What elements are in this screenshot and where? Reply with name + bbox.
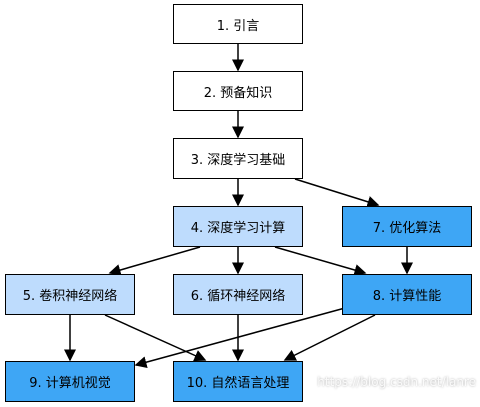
- node-introduction: 1. 引言: [173, 4, 303, 44]
- node-deep-learning-basics: 3. 深度学习基础: [173, 138, 303, 179]
- node-computational-performance: 8. 计算性能: [342, 274, 472, 315]
- edge-4-8: [274, 246, 367, 276]
- node-natural-language-processing: 10. 自然语言处理: [173, 361, 303, 402]
- edge-4-5: [108, 246, 201, 276]
- node-deep-learning-computation: 4. 深度学习计算: [173, 206, 303, 247]
- edge-8-10: [283, 314, 376, 361]
- node-convolutional-networks: 5. 卷积神经网络: [5, 274, 135, 315]
- node-optimization-algorithms: 7. 优化算法: [342, 206, 472, 247]
- node-computer-vision: 9. 计算机视觉: [5, 361, 135, 402]
- node-preliminaries: 2. 预备知识: [173, 71, 303, 111]
- watermark-text: https://blog.csdn.net/lanre: [317, 375, 476, 389]
- edge-5-10: [104, 314, 207, 362]
- edge-3-7: [294, 178, 380, 208]
- edge-8-9: [134, 307, 346, 369]
- node-recurrent-networks: 6. 循环神经网络: [173, 274, 303, 315]
